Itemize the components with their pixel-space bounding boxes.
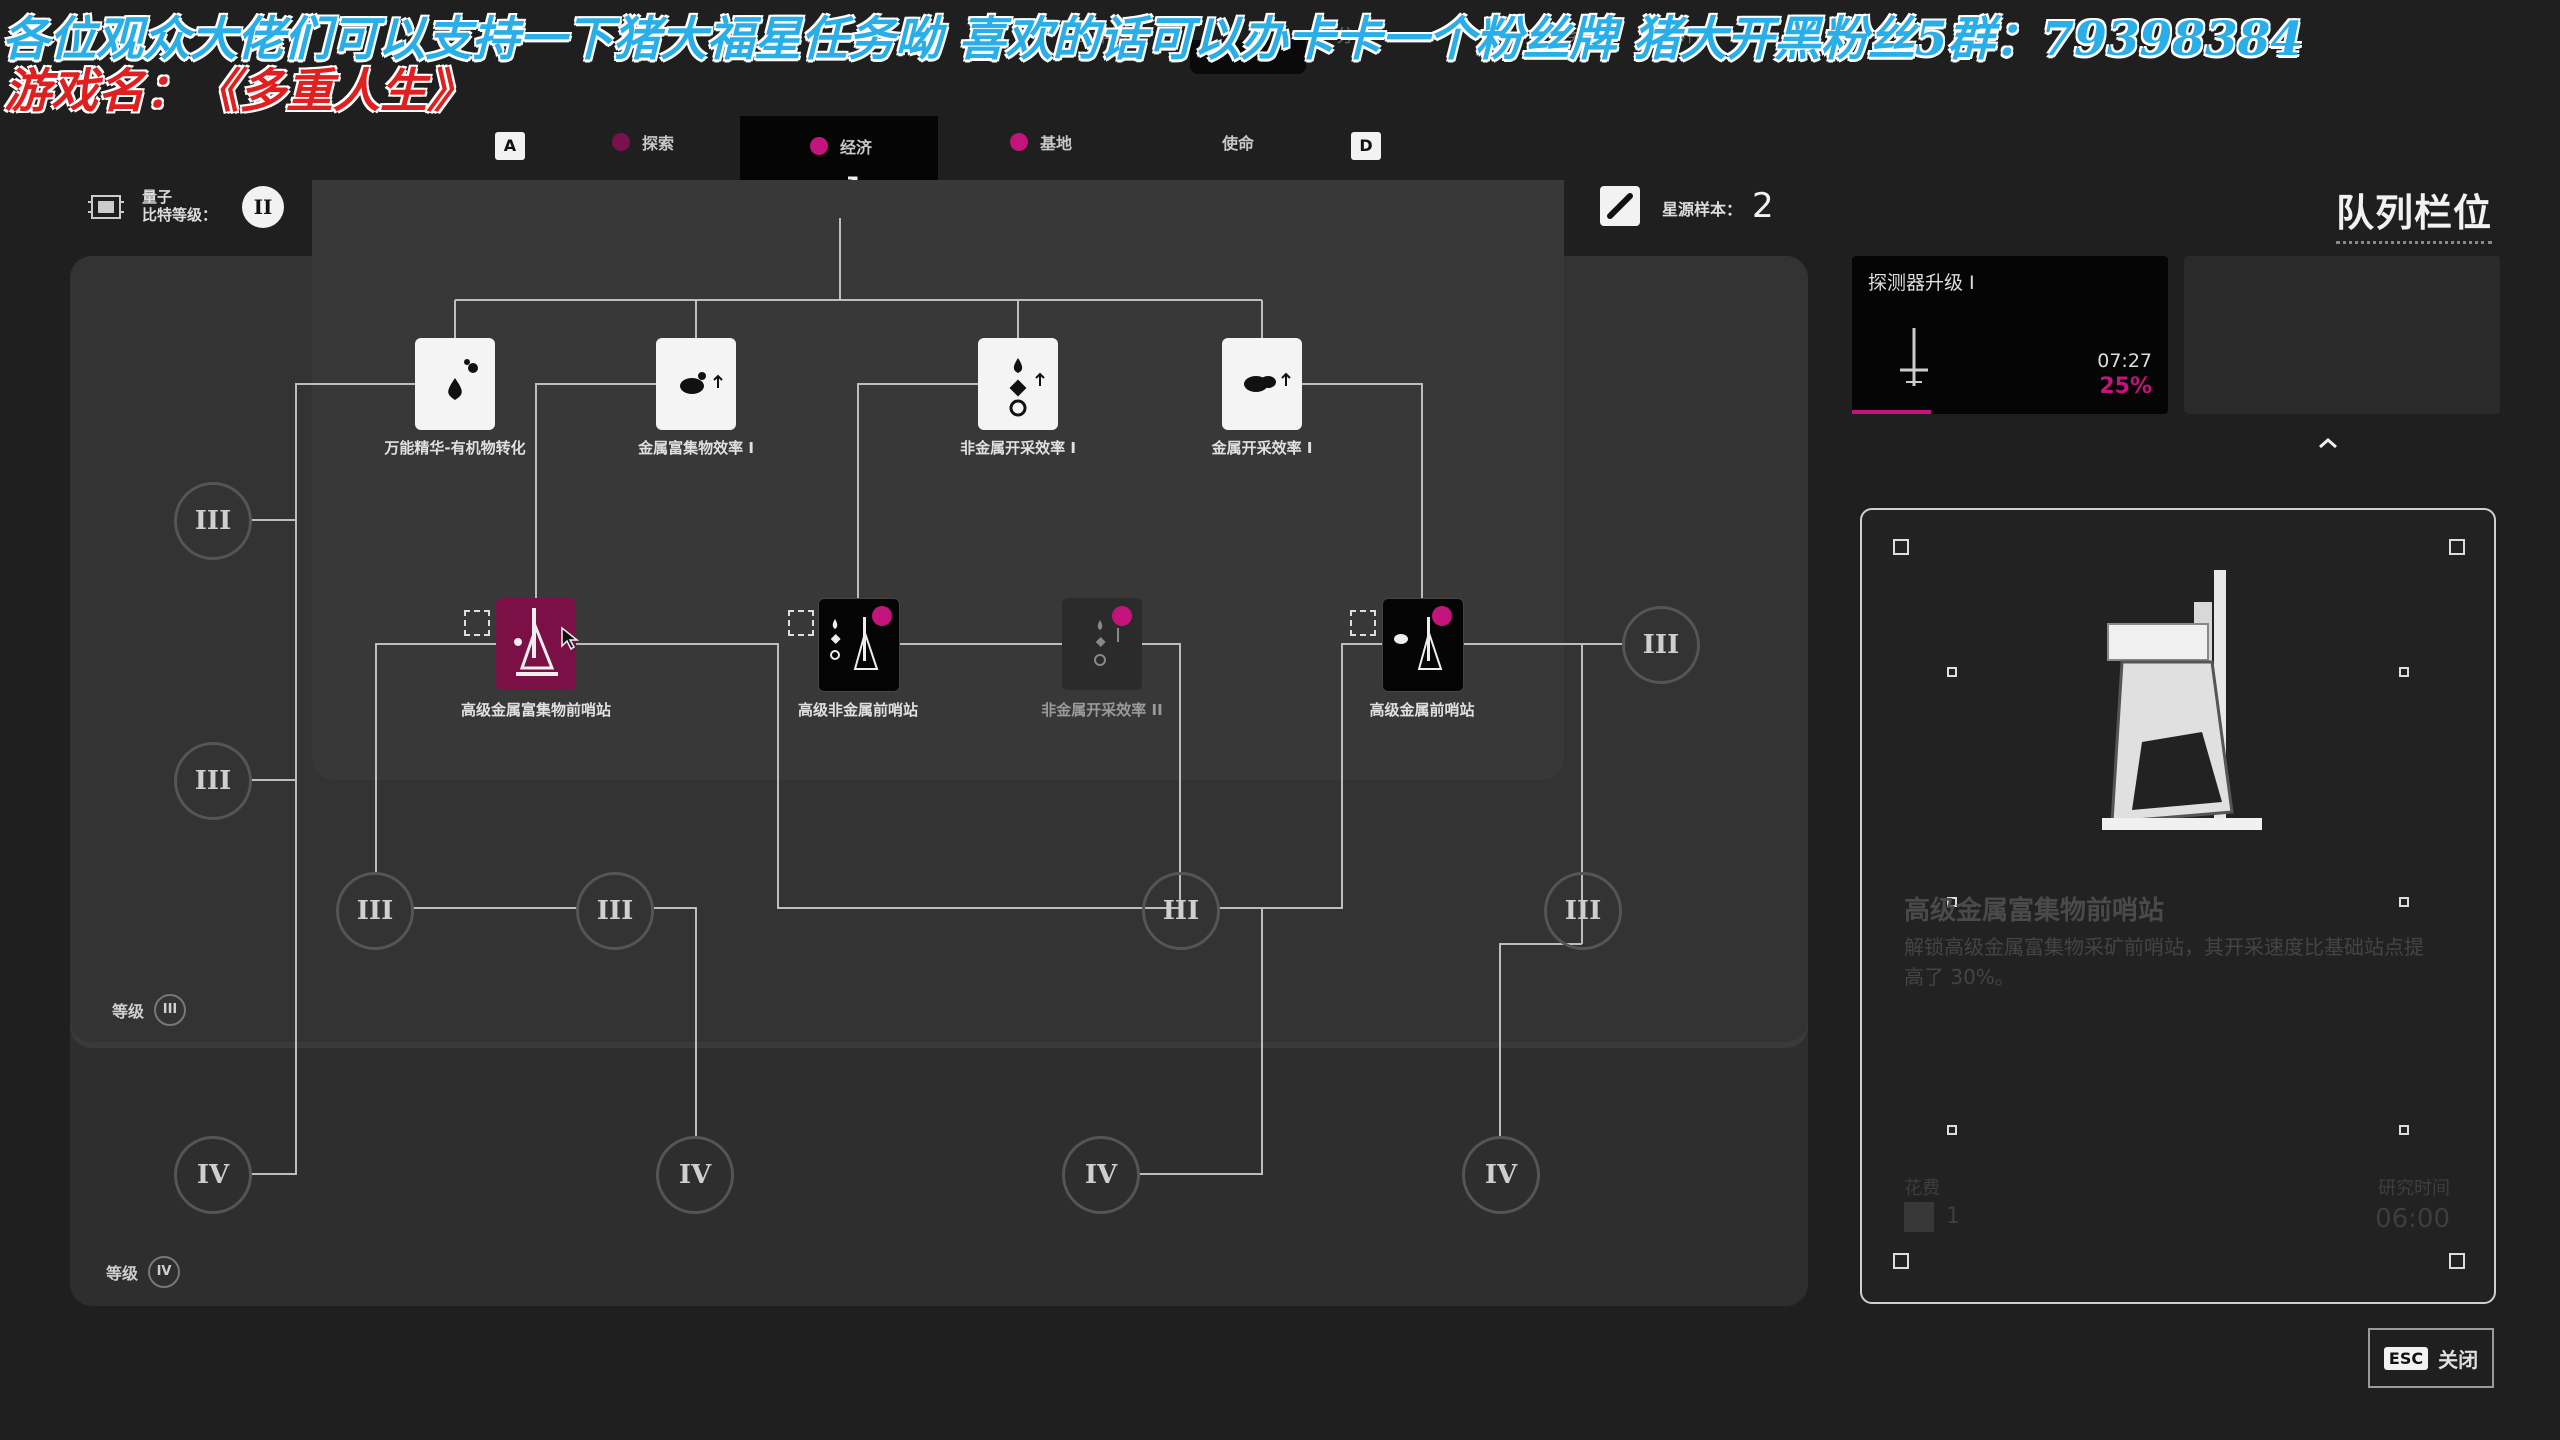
queue-title: 队列栏位 — [2336, 182, 2493, 244]
skill-label: 金属富集物效率 I — [638, 439, 754, 457]
tab-base[interactable]: 基地 — [1010, 130, 1072, 154]
queue-slot-2[interactable] — [2184, 256, 2500, 414]
tier3-node[interactable]: III — [174, 482, 252, 560]
prev-tab-key[interactable]: A — [495, 132, 525, 160]
metal-outpost-icon — [1394, 617, 1443, 670]
detail-title: 高级金属富集物前哨站 — [1904, 896, 2165, 926]
skill-label: 高级金属富集物前哨站 — [460, 701, 611, 719]
outpost-model-image — [2102, 570, 2262, 830]
skill-label: 万能精华-有机物转化 — [384, 439, 526, 457]
cost-label: 花费 — [1904, 1178, 1940, 1199]
tier3-node[interactable]: III — [336, 872, 414, 950]
stream-overlay-game-name: 游戏名：《多重人生》 — [4, 64, 474, 119]
nonmetal-icon — [1009, 358, 1045, 417]
stream-overlay-banner: 各位观众大佬们可以支持一下猪大福星任务呦 喜欢的话可以办卡卡一个粉丝牌 猪大开黑… — [2, 12, 2304, 67]
tier3-node[interactable]: III — [1544, 872, 1622, 950]
esc-key: ESC — [2383, 1346, 2429, 1370]
notification-badge — [872, 606, 892, 626]
queue-item-progress: 25% — [2099, 374, 2152, 399]
top-nav-workshop[interactable]: 工作坊 — [1074, 26, 1128, 47]
quantum-label-1: 量子 — [142, 188, 173, 206]
tier3-node[interactable]: III — [174, 742, 252, 820]
tier3-node[interactable]: III — [1622, 606, 1700, 684]
chip-icon — [88, 195, 124, 219]
top-nav-active-tab[interactable] — [1190, 40, 1306, 74]
skill-card-organic-essence[interactable] — [415, 338, 495, 430]
detail-panel: 高级金属富集物前哨站 解锁高级金属富集物采矿前哨站，其开采速度比基础站点提高了 … — [1860, 508, 2496, 1304]
queue-progress-bar — [1852, 410, 1931, 414]
tab-explore-label: 探索 — [642, 134, 675, 153]
queue-checkbox[interactable] — [1350, 610, 1376, 636]
rank-badge: IV — [148, 1256, 181, 1288]
top-nav-events[interactable]: 事件 — [1668, 26, 1704, 47]
sample-cost-icon — [1904, 1202, 1934, 1232]
skill-label: 非金属开采效率 II — [1041, 701, 1163, 719]
ore-icon — [680, 372, 723, 394]
rank-iv-label: 等级 IV — [106, 1256, 181, 1288]
skill-label: 高级非金属前哨站 — [797, 701, 918, 719]
queue-slot-1[interactable]: 探测器升级 I 07:27 25% — [1852, 256, 2168, 414]
queue-item-time: 07:27 — [2097, 350, 2152, 372]
close-button[interactable]: ESC 关闭 — [2368, 1328, 2494, 1388]
outpost-icon — [514, 608, 558, 676]
tab-economy-label: 经济 — [840, 138, 873, 157]
skill-card-nonmetal-mining-efficiency[interactable] — [978, 338, 1058, 430]
notification-dot — [810, 137, 828, 155]
skill-card-adv-metal-outpost[interactable] — [1382, 598, 1464, 692]
quantum-level-label: 量子 比特等级： — [142, 188, 217, 224]
skill-card-metal-enrichment-efficiency[interactable] — [656, 338, 736, 430]
nonmetal-efficiency-icon — [1094, 620, 1119, 666]
sample-icon — [1600, 186, 1640, 226]
tab-base-label: 基地 — [1040, 134, 1073, 153]
notification-dot — [1010, 133, 1028, 151]
next-tab-key[interactable]: D — [1351, 132, 1381, 160]
research-time-label: 研究时间 — [2378, 1178, 2450, 1199]
rank-text: 等级 — [106, 1264, 139, 1283]
queue-item-name: 探测器升级 I — [1868, 272, 1975, 294]
tier4-node[interactable]: IV — [1062, 1136, 1140, 1214]
quantum-label-2: 比特等级： — [142, 206, 218, 224]
rank-text: 等级 — [112, 1002, 145, 1021]
skill-card-metal-mining-efficiency[interactable] — [1222, 338, 1302, 430]
probe-icon — [1900, 328, 1928, 386]
sample-count: 2 — [1752, 186, 1774, 226]
detail-description: 解锁高级金属富集物采矿前哨站，其开采速度比基础站点提高了 30%。 — [1904, 935, 2424, 989]
metal-ore-icon — [1244, 372, 1291, 392]
sample-label: 星源样本： — [1662, 200, 1743, 219]
tab-mission-label: 使命 — [1222, 134, 1255, 153]
quantum-level-badge: II — [242, 186, 284, 228]
research-time-value: 06:00 — [2375, 1204, 2450, 1234]
rank-badge: III — [154, 994, 187, 1026]
queue-checkbox[interactable] — [464, 610, 490, 636]
top-nav-tasks[interactable]: 任务 — [1548, 26, 1584, 47]
queue-checkbox[interactable] — [788, 610, 814, 636]
tier3-node[interactable]: III — [1142, 872, 1220, 950]
tier3-node[interactable]: III — [576, 872, 654, 950]
tab-mission[interactable]: 使命 — [1222, 130, 1254, 154]
top-nav-item[interactable]: 分 — [1336, 26, 1354, 47]
tier4-node[interactable]: IV — [656, 1136, 734, 1214]
cursor-icon — [561, 626, 580, 651]
rank-iii-label: 等级 III — [112, 994, 187, 1026]
drop-icon — [448, 359, 478, 400]
cost-value: 1 — [1946, 1204, 1960, 1229]
tier4-node[interactable]: IV — [174, 1136, 252, 1214]
detail-frame-markers — [1893, 539, 2465, 1269]
tier4-node[interactable]: IV — [1462, 1136, 1540, 1214]
chevron-up-icon[interactable] — [2316, 436, 2340, 450]
close-label: 关闭 — [2438, 1347, 2479, 1372]
nonmetal-outpost-icon — [830, 617, 879, 670]
notification-badge — [1112, 606, 1132, 626]
skill-label: 非金属开采效率 I — [960, 439, 1076, 457]
notification-dot — [612, 133, 630, 151]
skill-label: 金属开采效率 I — [1211, 439, 1313, 457]
skill-label: 高级金属前哨站 — [1369, 701, 1475, 719]
tab-explore[interactable]: 探索 — [612, 130, 674, 154]
notification-badge — [1432, 606, 1452, 626]
